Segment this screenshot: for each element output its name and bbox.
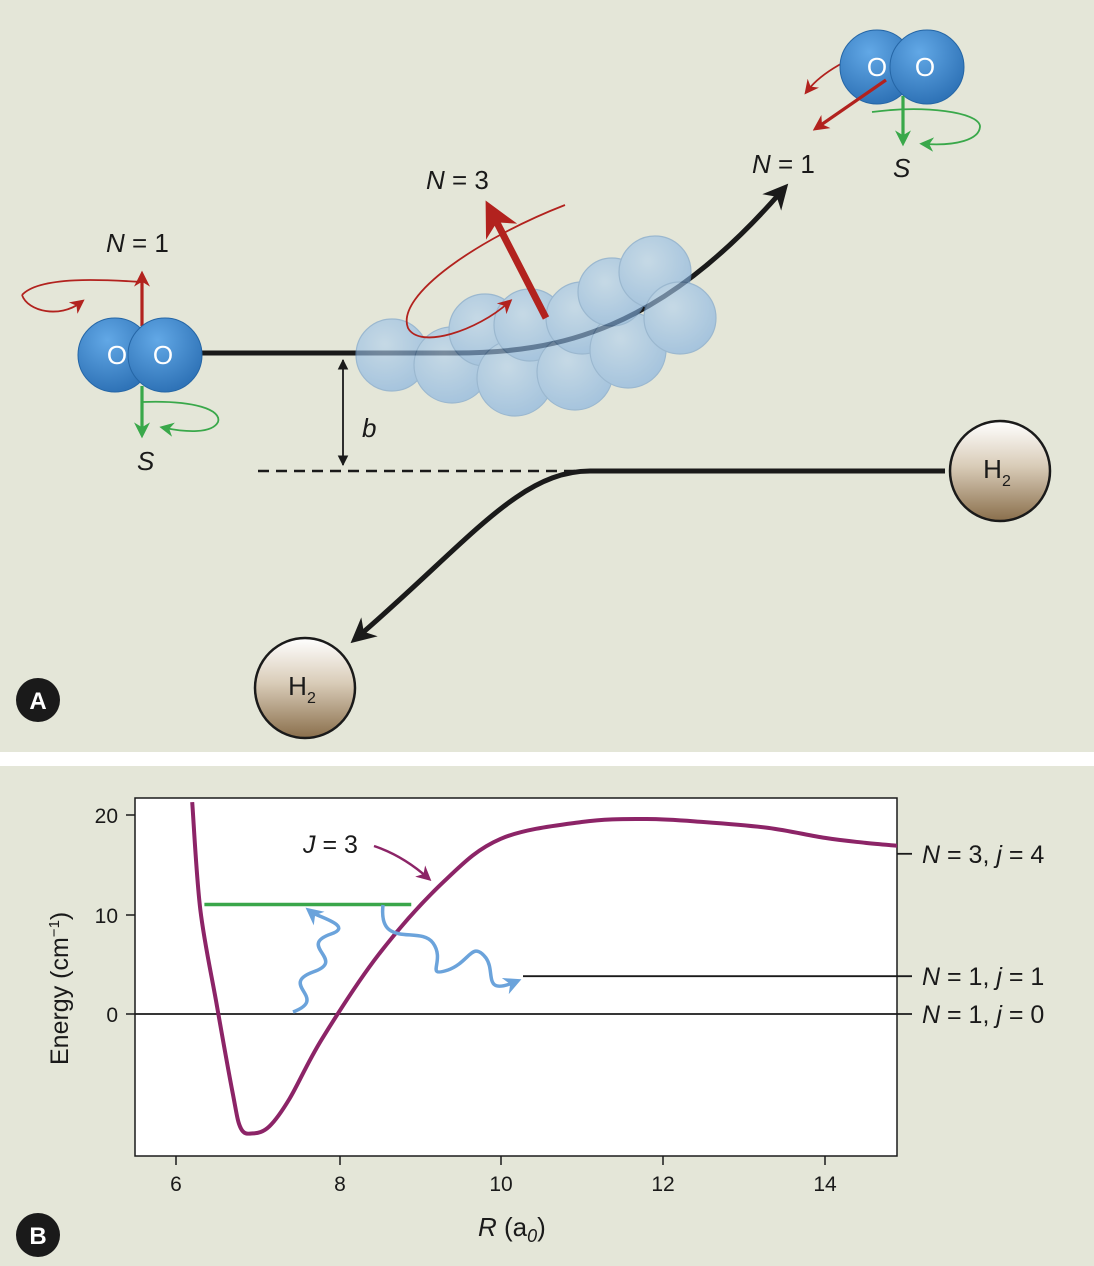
o2-incoming-atom1-label: O [107,340,127,370]
asymptote-lines [135,852,912,1015]
o2-incoming: O O N = 1 S [21,228,220,476]
o2-incoming-atom-right [127,317,203,393]
panel-a: b N = 3 O O [16,29,1052,740]
h2-incoming-label: H2 [983,454,1011,490]
panel-b-letter-badge [16,1213,60,1257]
o2-incoming-N-label: N = 1 [106,228,169,258]
x-tick-label: 12 [651,1173,674,1196]
resonance-label: J = 3 [302,831,358,859]
h2-incoming: H2 [948,419,1052,523]
h2-outgoing-label: H2 [288,671,316,707]
h2-incoming-sphere [948,419,1052,523]
h2-trajectory [350,468,945,644]
y-tick-label: 10 [95,905,118,928]
excitation-wavy-arrow [292,907,341,1014]
y-tick-label: 20 [95,805,118,828]
asymptote-label-n1-j0: N = 1, j = 0 [922,1001,1044,1029]
o2-outgoing-N-arrow [812,78,887,131]
panel-a-letter-badge [16,678,60,722]
asymptote-label-n1-j1: N = 1, j = 1 [922,963,1044,991]
potential-energy-curve [190,801,897,1136]
panel-b: 6 8 10 12 14 0 10 20 R (a0) Energy (cm−1… [0,766,1094,1266]
panel-divider [0,752,1094,766]
y-tick-label: 0 [106,1004,118,1027]
panel-b-letter: B [29,1223,46,1250]
o2-outgoing: O O N = 1 S [752,29,981,183]
x-tick-label: 8 [334,1173,346,1196]
o2-outgoing-atom-right [889,29,965,105]
x-tick-label: 14 [813,1173,837,1196]
panel-a-letter: A [29,688,46,715]
h2-outgoing-sphere [253,636,357,740]
o2-incoming-S-label: S [137,446,155,476]
o2-incoming-rotation-arrow [21,294,85,314]
impact-parameter-label: b [362,413,376,443]
x-tick-label: 10 [489,1173,512,1196]
decay-wavy-arrow [380,904,522,995]
o2-outgoing-N-label: N = 1 [752,149,815,179]
o2-outgoing-S-label: S [893,153,911,183]
h2-outgoing: H2 [253,636,357,740]
o2-outgoing-atom2-label: O [915,52,935,82]
y-axis-title: Energy (cm−1) [46,912,74,1065]
complex-rotation-label: N = 3 [426,165,489,195]
o2-incoming-spin-rotation-arrow [141,400,220,437]
complex-angular-momentum-arrow [485,200,550,320]
o2-incoming-rotation-arc-top [21,279,143,296]
resonance-label-pointer [373,844,432,881]
o2-outgoing-spin-rotation-arrow [871,108,981,152]
x-tick-label: 6 [170,1173,182,1196]
x-axis: 6 8 10 12 14 [170,1156,837,1196]
x-axis-title: R (a0) [478,1212,546,1246]
o2-incoming-atom2-label: O [153,340,173,370]
asymptote-label-n3-j4: N = 3, j = 4 [922,841,1044,869]
y-axis: 0 10 20 [95,805,135,1027]
o2-outgoing-atom1-label: O [867,52,887,82]
